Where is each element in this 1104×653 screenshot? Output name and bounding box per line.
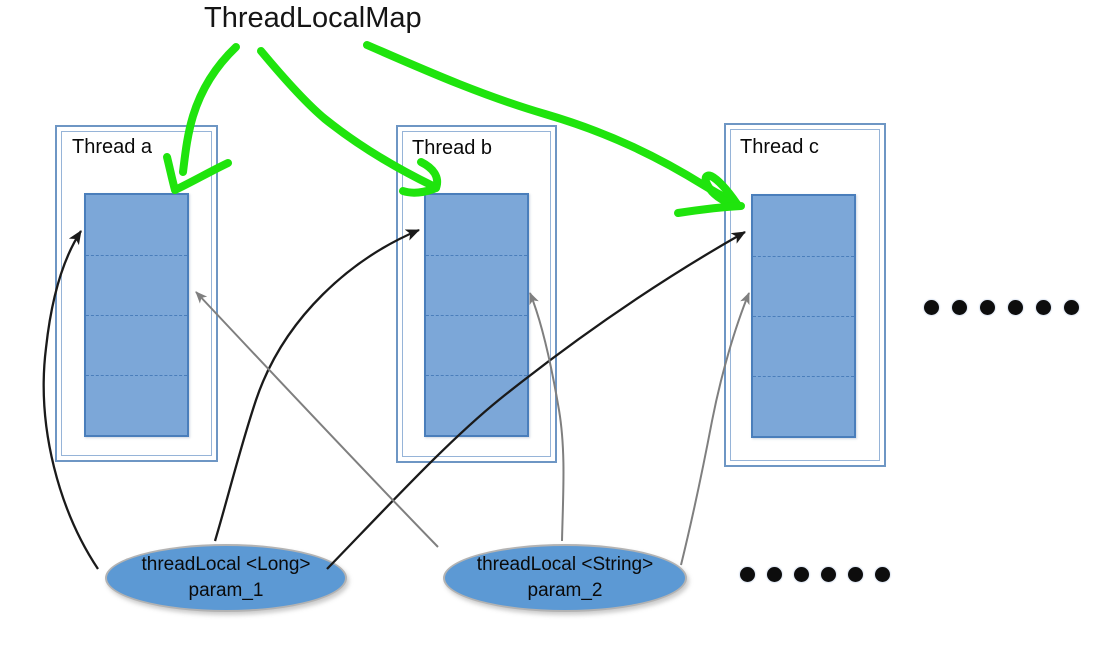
thread-c-map-stack: [751, 194, 856, 438]
map-slot: [426, 375, 527, 435]
ellipsis-dot: [821, 567, 836, 582]
more-threadlocals-ellipsis: [740, 567, 890, 582]
map-slot: [753, 376, 854, 436]
thread-b-map-stack: [424, 193, 529, 437]
map-slot: [426, 315, 527, 375]
ellipsis-dot: [924, 300, 939, 315]
map-slot: [86, 315, 187, 375]
diagram-title: ThreadLocalMap: [204, 2, 422, 34]
ellipsis-dot: [980, 300, 995, 315]
thread-c-label: Thread c: [740, 136, 819, 158]
map-slot: [426, 195, 527, 255]
ellipsis-dot: [767, 567, 782, 582]
black-arrow-param1-to-thread-b: [213, 228, 420, 542]
ellipsis-dot: [794, 567, 809, 582]
ellipsis-dot: [1008, 300, 1023, 315]
map-slot: [753, 256, 854, 316]
thread-a-label: Thread a: [72, 136, 153, 158]
threadlocal-long-ellipse: threadLocal <Long> param_1: [105, 544, 347, 612]
more-threads-ellipsis: [924, 300, 1079, 315]
thread-a-map-stack: [84, 193, 189, 437]
threadlocal-long-name: param_1: [188, 580, 264, 601]
threadlocal-string-type: threadLocal <String>: [476, 554, 654, 575]
map-slot: [86, 195, 187, 255]
threadlocal-string-name: param_2: [527, 580, 603, 601]
map-slot: [86, 375, 187, 435]
threadlocal-string-ellipse: threadLocal <String> param_2: [443, 544, 687, 612]
threadlocal-long-type: threadLocal <Long>: [141, 554, 311, 575]
ellipsis-dot: [740, 567, 755, 582]
map-slot: [86, 255, 187, 315]
map-slot: [753, 196, 854, 256]
ellipsis-dot: [848, 567, 863, 582]
thread-b-label: Thread b: [412, 137, 493, 159]
ellipsis-dot: [875, 567, 890, 582]
map-slot: [753, 316, 854, 376]
ellipsis-dot: [952, 300, 967, 315]
map-slot: [426, 255, 527, 315]
ellipsis-dot: [1064, 300, 1079, 315]
ellipsis-dot: [1036, 300, 1051, 315]
